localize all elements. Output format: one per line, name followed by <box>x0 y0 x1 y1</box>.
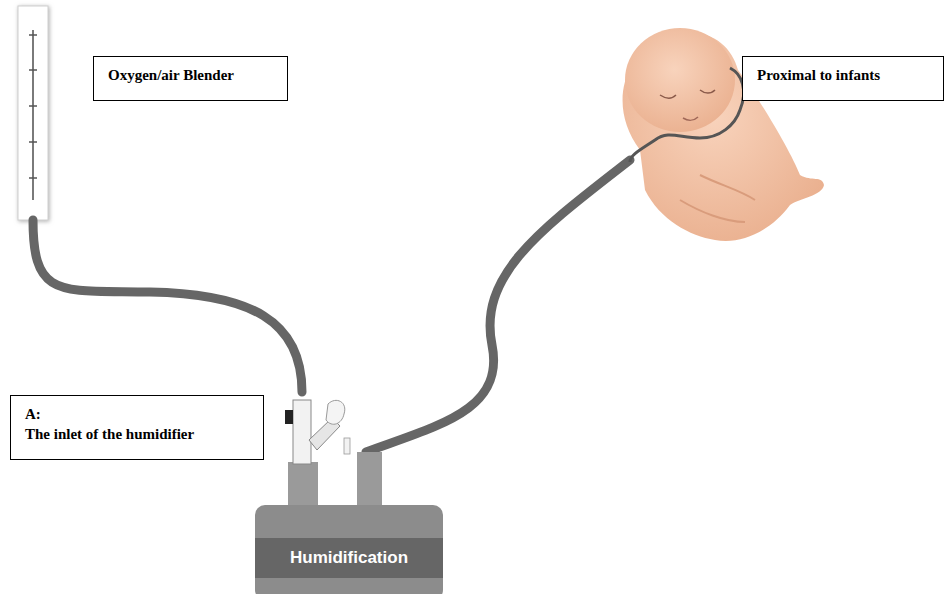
callout-box: A:The inlet of the humidifier <box>10 395 264 460</box>
outlet-tube <box>366 160 630 452</box>
label-text: Humidification <box>267 548 431 568</box>
blender-flowmeter <box>18 6 48 220</box>
label-text: A: <box>25 404 249 424</box>
label-text: The inlet of the humidifier <box>25 424 249 444</box>
inlet-fitting <box>285 400 350 464</box>
callout-box: Oxygen/air Blender <box>93 56 288 101</box>
inlet-tube <box>33 220 302 392</box>
humidifier-label: Humidification <box>255 538 443 578</box>
label-text: Oxygen/air Blender <box>108 65 273 85</box>
humidifier <box>255 452 443 594</box>
callout-box: Proximal to infants <box>742 56 944 101</box>
label-text: Proximal to infants <box>757 65 929 85</box>
